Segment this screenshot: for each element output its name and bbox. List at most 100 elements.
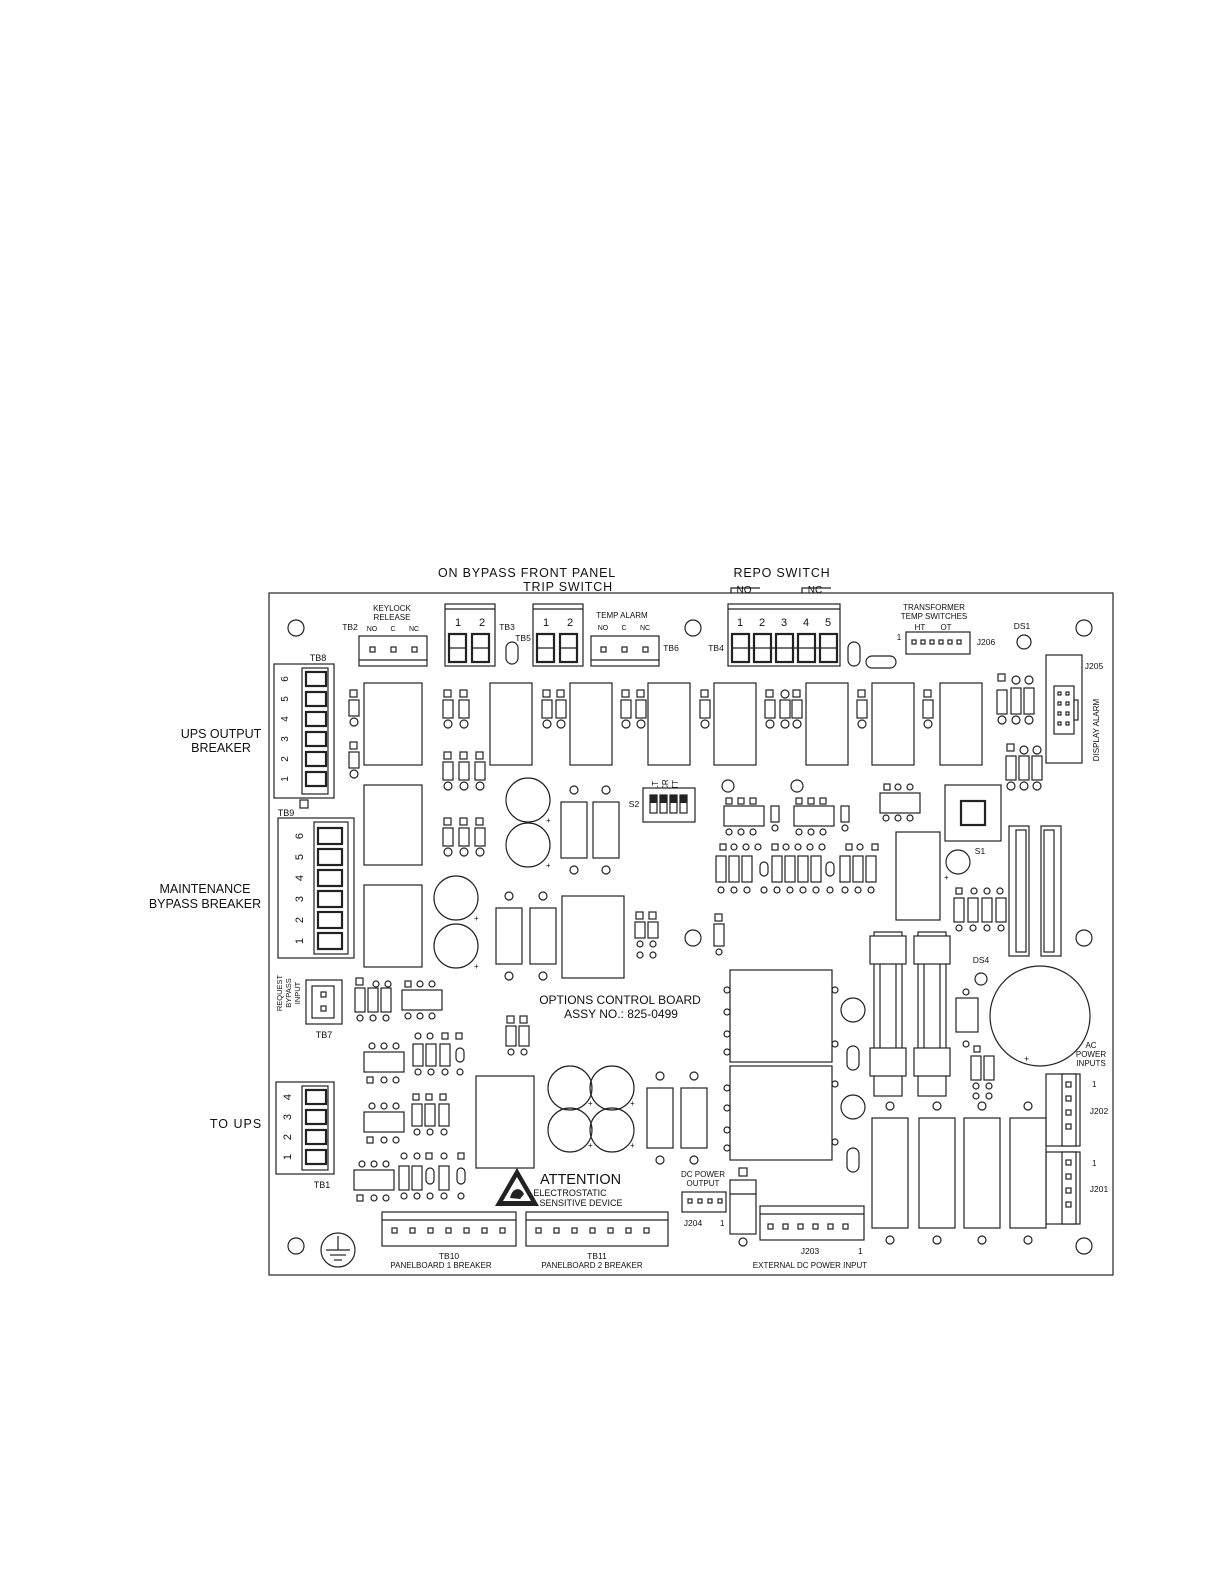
repo-nc-label: NC (808, 585, 822, 596)
relay (713, 682, 757, 766)
j201-pin1-label: 1 (1092, 1159, 1097, 1168)
tb2-keylock-release: KEYLOCK RELEASE TB2 NO C NC (342, 604, 428, 667)
board-title: OPTIONS CONTROL BOARD (539, 993, 701, 1007)
j203-designator: J203 (801, 1246, 820, 1256)
lower-right-components (871, 1101, 1047, 1245)
j204-designator: J204 (684, 1218, 703, 1228)
repo-nc-bracket: NC (801, 585, 831, 596)
tb6-c-label: C (621, 625, 626, 632)
misc-right-parts (955, 988, 995, 1100)
tb11-designator: TB11 (587, 1251, 607, 1261)
panelboard-2-breaker-label: PANELBOARD 2 BREAKER (541, 1261, 642, 1270)
j202-pin1-label: 1 (1092, 1080, 1097, 1089)
tb2-c-label: C (390, 626, 395, 633)
tb3-pin-label: 2 (479, 617, 485, 629)
relay (489, 682, 533, 766)
svg-text:+: + (474, 962, 479, 971)
tb10-designator: TB10 (439, 1251, 460, 1261)
j206-transformer-temp-switches: TRANSFORMER TEMP SWITCHES HT OT 1 J206 (897, 603, 996, 655)
tb8-pins (304, 670, 328, 788)
j205-display-alarm-header: J205 DISPLAY ALARM (1045, 654, 1103, 764)
tb4-pin-label: 2 (759, 617, 765, 629)
j206-pin1-label: 1 (897, 633, 902, 642)
tb9-terminal-block: TB9 6 5 4 3 2 1 (277, 799, 355, 959)
request-bypass-label-1: REQUEST (275, 974, 284, 1011)
relay (363, 682, 423, 766)
film-capacitor-group (495, 785, 708, 1165)
relay (805, 682, 849, 766)
relay (647, 682, 691, 766)
ac-power-inputs-label-1: AC (1085, 1041, 1096, 1050)
tb6-no-label: NO (598, 625, 609, 632)
ds4-led: DS4 (973, 955, 990, 986)
svg-text:+: + (944, 873, 949, 882)
panelboard-1-breaker-label: PANELBOARD 1 BREAKER (390, 1261, 491, 1270)
to-ups-label: TO UPS (210, 1117, 262, 1131)
tb2-nc-label: NC (409, 626, 419, 633)
oval-pad (846, 1147, 860, 1173)
mounting-hole (1075, 1237, 1093, 1255)
tb3-designator: TB3 (499, 622, 515, 632)
maintenance-bypass-label-2: BYPASS BREAKER (149, 897, 261, 911)
bulk-capacitor (989, 965, 1091, 1067)
j206-designator: J206 (977, 637, 996, 647)
svg-text:+: + (546, 861, 551, 870)
display-alarm-label: DISPLAY ALARM (1092, 698, 1101, 761)
ht-label: HT (915, 623, 926, 632)
s2-dip-switch: S2 PLT NCR OTT (629, 779, 696, 823)
j201-designator: J201 (1090, 1184, 1109, 1194)
ac-power-inputs-label-3: INPUTS (1076, 1059, 1105, 1068)
tb5-pin-label: 1 (543, 617, 549, 629)
temp-alarm-label: TEMP ALARM (596, 611, 648, 620)
tb6-temp-alarm: TEMP ALARM NO C NC TB6 (590, 611, 679, 667)
tb8-pin-label: 1 (280, 776, 291, 782)
misc-resistors (354, 805, 850, 1200)
ac-power-inputs: AC POWER INPUTS 1 J202 1 J201 (1045, 1041, 1109, 1225)
tb9-pin-label: 1 (294, 938, 306, 944)
keylock-release-label-2: RELEASE (374, 613, 411, 622)
tb9-pin-label: 2 (294, 917, 306, 923)
bulk-capacitor-plus: + (1024, 1054, 1029, 1064)
repo-no-bracket: NO (730, 585, 760, 596)
j203-pin1-label: 1 (858, 1246, 863, 1256)
tb8-pin-label: 5 (280, 696, 291, 702)
ds1-designator: DS1 (1014, 621, 1031, 631)
tb2-designator: TB2 (342, 622, 358, 632)
oval-pad (846, 1045, 860, 1071)
relay (363, 884, 423, 968)
mounting-hole (287, 619, 305, 637)
tb6-designator: TB6 (663, 643, 679, 653)
j203-external-dc-power-input: J203 1 EXTERNAL DC POWER INPUT (753, 1205, 867, 1270)
svg-text:+: + (546, 816, 551, 825)
tb1-pin-label: 1 (282, 1154, 294, 1160)
attention-label: ATTENTION (540, 1172, 621, 1188)
tb7-terminal-block: REQUEST BYPASS INPUT TB7 (275, 974, 343, 1040)
external-dc-power-input-label: EXTERNAL DC POWER INPUT (753, 1261, 867, 1270)
svg-text:+: + (588, 1099, 593, 1108)
s1-designator: S1 (975, 846, 986, 856)
s1-switch: S1 (944, 784, 1002, 856)
maintenance-bypass-label-1: MAINTENANCE (160, 882, 251, 896)
relay-center (561, 895, 625, 979)
transformer-block (475, 1075, 535, 1169)
tb1-pin-label: 3 (282, 1114, 294, 1120)
tb8-pin-label: 2 (280, 756, 291, 762)
repo-switch-label: REPO SWITCH (734, 566, 831, 580)
relay (363, 784, 423, 866)
tb9-pin-label: 3 (294, 896, 306, 902)
ac-power-inputs-label-2: POWER (1076, 1050, 1106, 1059)
svg-text:+: + (630, 1099, 635, 1108)
tb5-terminal-block: 1 2 TB5 (515, 603, 584, 667)
j202-designator: J202 (1090, 1106, 1109, 1116)
tb1-terminal-block: 4 3 2 1 TB1 (275, 1081, 335, 1190)
j204-dc-power-output: DC POWER OUTPUT J204 1 (681, 1170, 727, 1228)
tb9-designator: TB9 (278, 808, 295, 818)
transformer-label-1: TRANSFORMER (903, 603, 965, 612)
relay (871, 682, 915, 766)
resistor-array (715, 843, 879, 894)
transformer-label-2: TEMP SWITCHES (901, 612, 968, 621)
tb8-terminal-block: TB8 6 5 4 3 2 1 (273, 653, 335, 799)
svg-text:+: + (474, 914, 479, 923)
tb9-pin-label: 6 (294, 833, 306, 839)
tb6-nc-label: NC (640, 625, 650, 632)
